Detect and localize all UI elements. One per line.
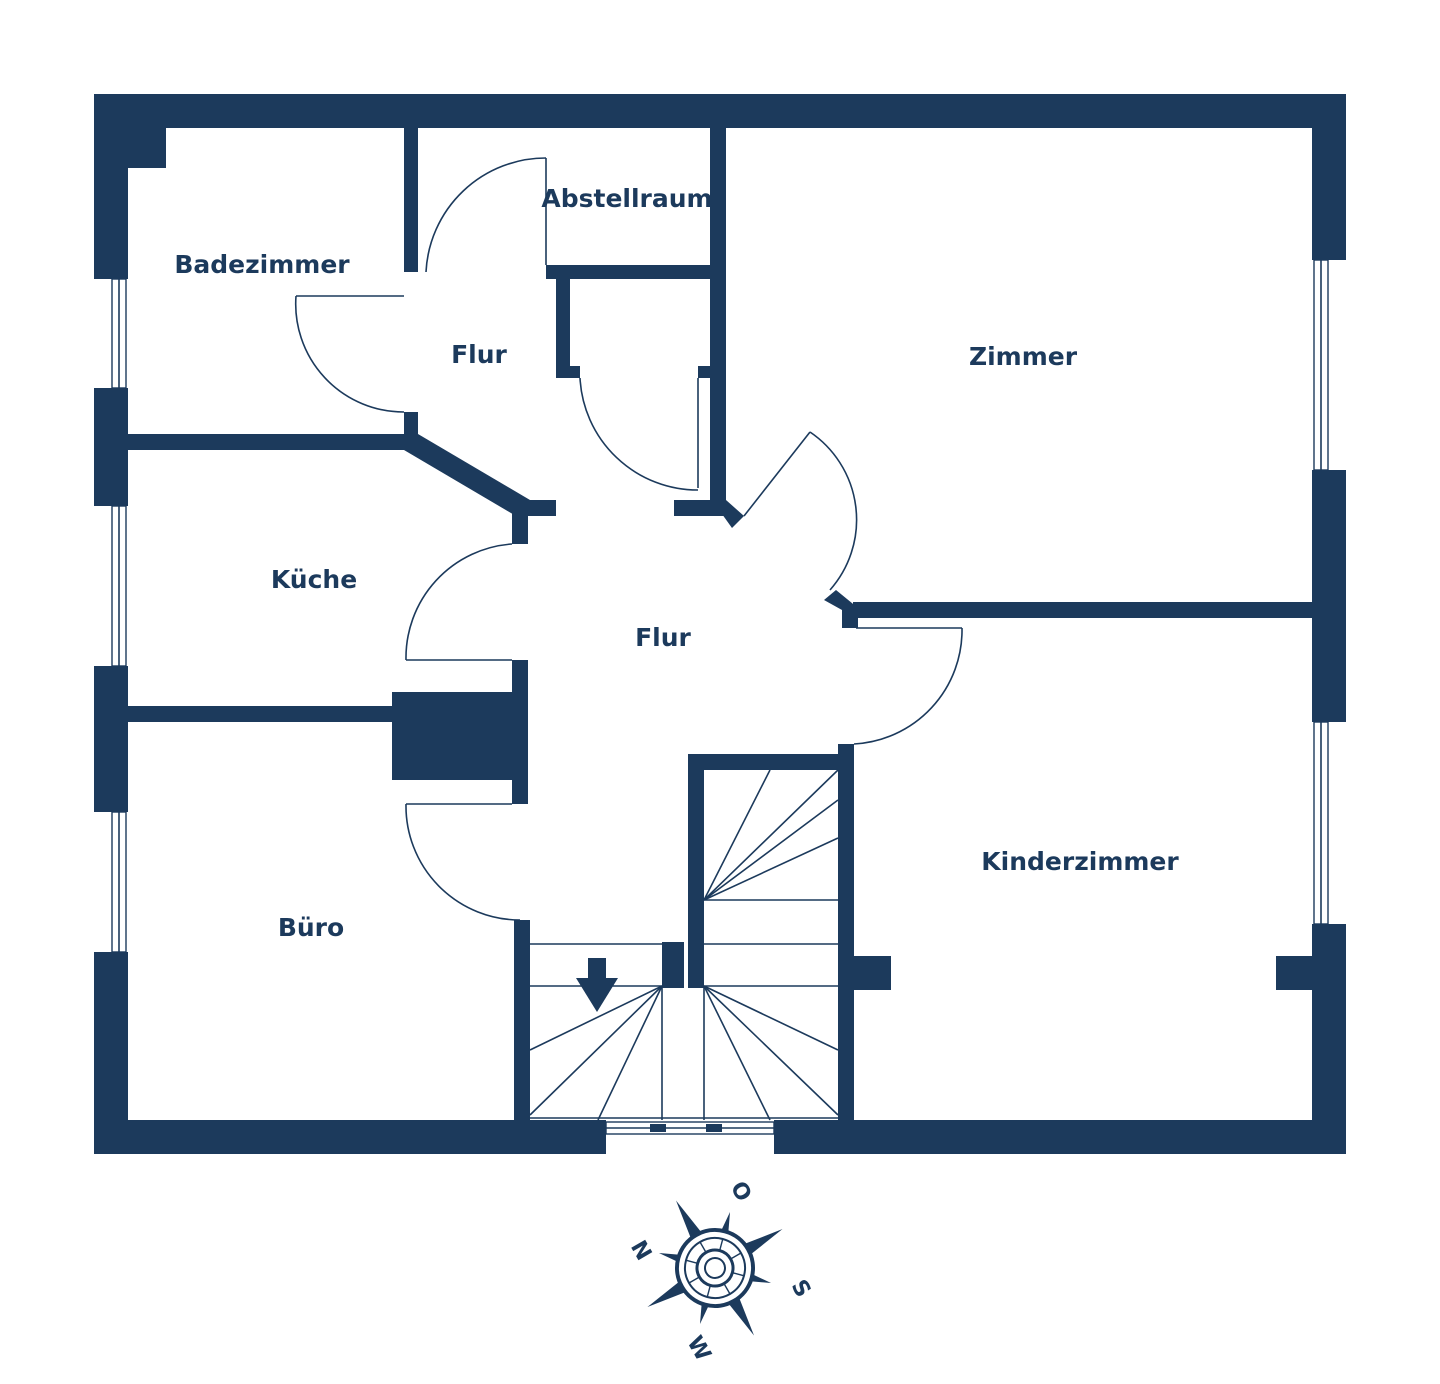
label-flur-upper: Flur [451, 340, 507, 369]
door-kinderzimmer [853, 627, 963, 745]
label-kinderzimmer: Kinderzimmer [981, 847, 1179, 876]
door-buero [405, 803, 521, 921]
exterior-walls [94, 94, 1346, 1154]
interior-walls [128, 128, 1313, 1120]
label-badezimmer: Badezimmer [174, 250, 350, 279]
stair-down-arrow-icon [576, 958, 618, 1012]
label-kueche: Küche [271, 565, 357, 594]
doors [294, 157, 963, 921]
door-kueche [405, 543, 513, 661]
label-abstellraum: Abstellraum [541, 184, 712, 213]
door-badezimmer [294, 295, 405, 413]
label-flur-main: Flur [635, 623, 691, 652]
compass-west: W [682, 1332, 716, 1366]
staircase [529, 769, 839, 1121]
compass-north: N [625, 1237, 656, 1265]
compass-rose-icon [647, 1200, 783, 1336]
door-closet [579, 377, 699, 491]
door-zimmer [743, 431, 858, 591]
compass-east: O [725, 1177, 756, 1206]
room-labels: Badezimmer Abstellraum Flur Zimmer Küche… [174, 184, 1179, 942]
label-buero: Büro [278, 913, 344, 942]
windows [111, 259, 1329, 1135]
door-abstellraum [425, 157, 547, 273]
compass-south: S [786, 1276, 816, 1302]
label-zimmer: Zimmer [969, 342, 1078, 371]
